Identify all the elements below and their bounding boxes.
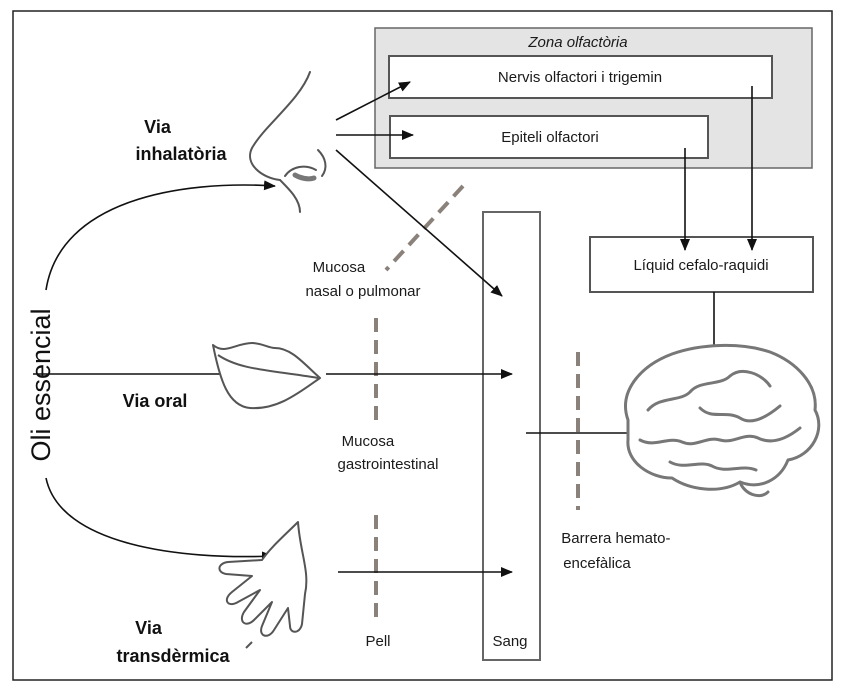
mucosa-nasal-line1: Mucosa: [313, 259, 366, 276]
via-transdermica-line1: Via: [135, 618, 163, 638]
via-inhalatoria-line2: inhalatòria: [135, 144, 227, 164]
via-inhalatoria-label: Via inhalatòria: [135, 117, 227, 164]
lips-icon: [213, 343, 320, 408]
arrow-to-nose: [46, 185, 275, 290]
via-transdermica-line2: transdèrmica: [116, 646, 230, 666]
zona-olfactoria-title: Zona olfactòria: [527, 34, 627, 51]
barrera-line2: encefàlica: [563, 555, 631, 572]
epiteli-label: Epiteli olfactori: [501, 129, 599, 146]
mucosa-gastro-label: Mucosa gastrointestinal: [338, 433, 439, 473]
via-transdermica-label: Via transdèrmica: [116, 618, 230, 666]
mucosa-gastro-line2: gastrointestinal: [338, 456, 439, 473]
barrera-line1: Barrera hemato-: [561, 530, 670, 547]
via-inhalatoria-line1: Via: [144, 117, 172, 137]
via-oral-label: Via oral: [123, 391, 188, 411]
liquid-label: Líquid cefalo-raquidi: [633, 257, 768, 274]
sang-label: Sang: [492, 633, 527, 650]
mucosa-gastro-line1: Mucosa: [342, 433, 395, 450]
nose-icon: [250, 72, 325, 212]
mucosa-nasal-label: Mucosa nasal o pulmonar: [305, 259, 420, 300]
pell-label: Pell: [365, 633, 390, 650]
sang-column: [483, 212, 540, 660]
arrow-to-hand: [46, 478, 273, 557]
hand-icon: [219, 522, 306, 648]
nervis-label: Nervis olfactori i trigemin: [498, 69, 662, 86]
mucosa-nasal-line2: nasal o pulmonar: [305, 283, 420, 300]
oli-essencial-label: Oli essencial: [26, 308, 56, 461]
barrera-label: Barrera hemato- encefàlica: [561, 530, 674, 572]
brain-icon: [626, 345, 819, 495]
